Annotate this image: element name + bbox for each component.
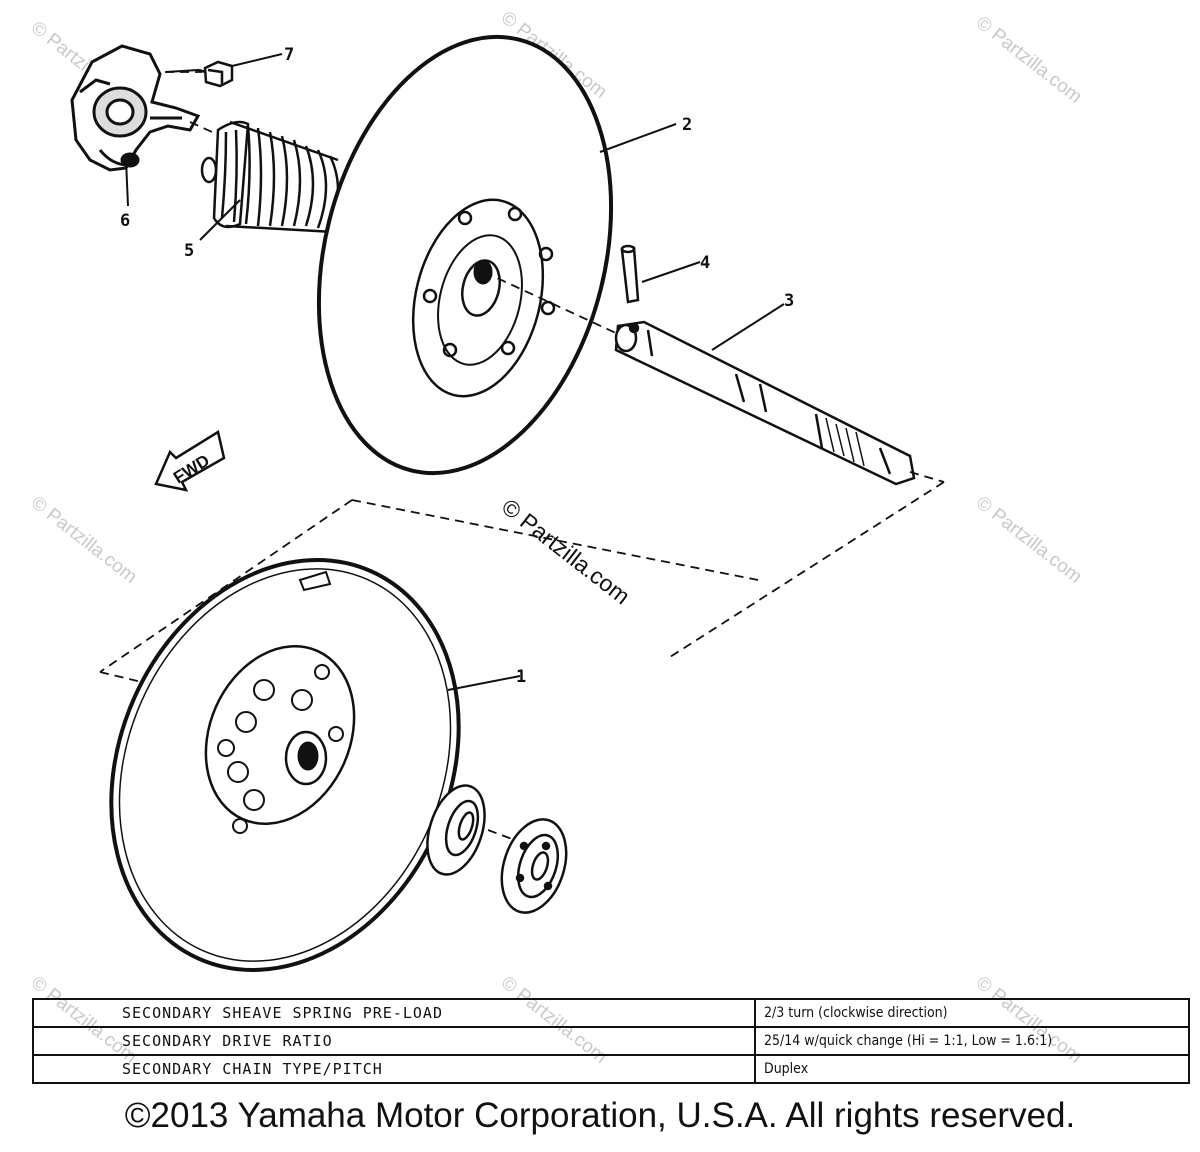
watermark-center: © Partzilla.com	[497, 493, 635, 609]
spec-label: SECONDARY SHEAVE SPRING PRE-LOAD	[32, 998, 756, 1028]
part-3-shaft	[614, 320, 916, 486]
callout-leaders	[125, 53, 785, 691]
callout-5: 5	[184, 241, 194, 261]
spec-value: 25/14 w/quick change (Hi = 1:1, Low = 1.…	[754, 1026, 1190, 1056]
fwd-arrow-icon: FWD	[154, 430, 226, 492]
watermark: © Partzilla.com	[972, 492, 1086, 587]
spec-label: SECONDARY DRIVE RATIO	[32, 1026, 756, 1056]
callout-7: 7	[284, 45, 294, 65]
watermark: © Partzilla.com	[27, 492, 141, 587]
bearing-inner	[426, 784, 486, 876]
bearing-outer	[500, 818, 568, 914]
part-7-bolt	[197, 60, 234, 88]
callout-4: 4	[700, 253, 710, 273]
table-row: SECONDARY CHAIN TYPE/PITCH Duplex	[32, 1054, 1190, 1084]
part-5-spring	[200, 120, 340, 234]
callout-3: 3	[784, 291, 794, 311]
table-row: SECONDARY SHEAVE SPRING PRE-LOAD 2/3 tur…	[32, 998, 1190, 1028]
callout-6: 6	[120, 211, 130, 231]
part-2-movable-sheave	[316, 34, 614, 476]
part-6-housing	[70, 44, 201, 172]
spec-table: SECONDARY SHEAVE SPRING PRE-LOAD 2/3 tur…	[32, 998, 1190, 1084]
part-4-pin	[620, 244, 640, 304]
spec-value: 2/3 turn (clockwise direction)	[754, 998, 1190, 1028]
spec-value: Duplex	[754, 1054, 1190, 1084]
callout-2: 2	[682, 115, 692, 135]
part-1-fixed-sheave	[109, 558, 461, 972]
spec-label: SECONDARY CHAIN TYPE/PITCH	[32, 1054, 756, 1084]
callout-numbers: 1 2 3 4 5 6 7	[120, 45, 794, 687]
copyright-notice: ©2013 Yamaha Motor Corporation, U.S.A. A…	[124, 1096, 1076, 1135]
table-row: SECONDARY DRIVE RATIO 25/14 w/quick chan…	[32, 1026, 1190, 1056]
callout-1: 1	[516, 667, 526, 687]
watermark: © Partzilla.com	[972, 12, 1086, 107]
